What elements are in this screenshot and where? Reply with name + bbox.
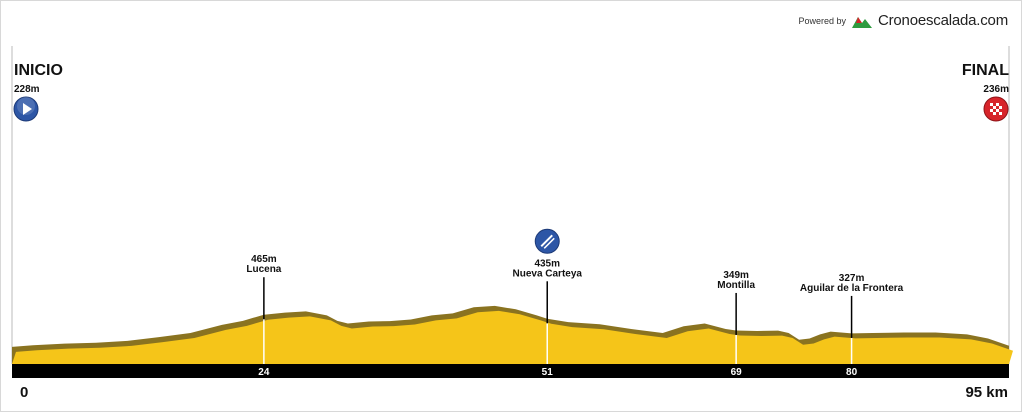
waypoint-altitude: 435m (534, 258, 560, 269)
waypoint-km-label: 80 (846, 367, 858, 378)
finish-altitude: 236m (983, 84, 1009, 95)
waypoint-km-label: 69 (731, 367, 743, 378)
mountain-logo-icon (851, 16, 872, 28)
waypoint-name: Montilla (717, 280, 755, 291)
brand-block[interactable]: Powered by Cronoescalada.com (798, 12, 1008, 29)
start-label: INICIO (14, 62, 63, 79)
axis-end-label: 95 km (965, 384, 1008, 401)
waypoint-name: Nueva Carteya (512, 268, 582, 279)
waypoint-altitude: 327m (839, 273, 865, 284)
start-altitude: 228m (14, 84, 40, 95)
feed-zone-icon-stroke (543, 237, 555, 249)
brand-name: Cronoescalada.com (877, 12, 1008, 29)
powered-by-label: Powered by (798, 15, 846, 26)
profile-area (12, 310, 1013, 364)
waypoint-km-label: 24 (258, 367, 270, 378)
waypoint-name: Lucena (246, 264, 281, 275)
waypoint-name: Aguilar de la Frontera (800, 283, 904, 294)
axis-start-label: 0 (20, 384, 29, 401)
finish-label: FINAL (961, 62, 1009, 79)
distance-axis-bar (12, 364, 1009, 378)
waypoint-altitude: 465m (251, 254, 277, 265)
feed-zone-icon-stroke (540, 234, 553, 247)
checkered-flag-icon (983, 96, 1009, 122)
waypoint-altitude: 349m (723, 270, 749, 281)
play-icon (13, 96, 39, 122)
waypoint-km-label: 51 (542, 367, 554, 378)
